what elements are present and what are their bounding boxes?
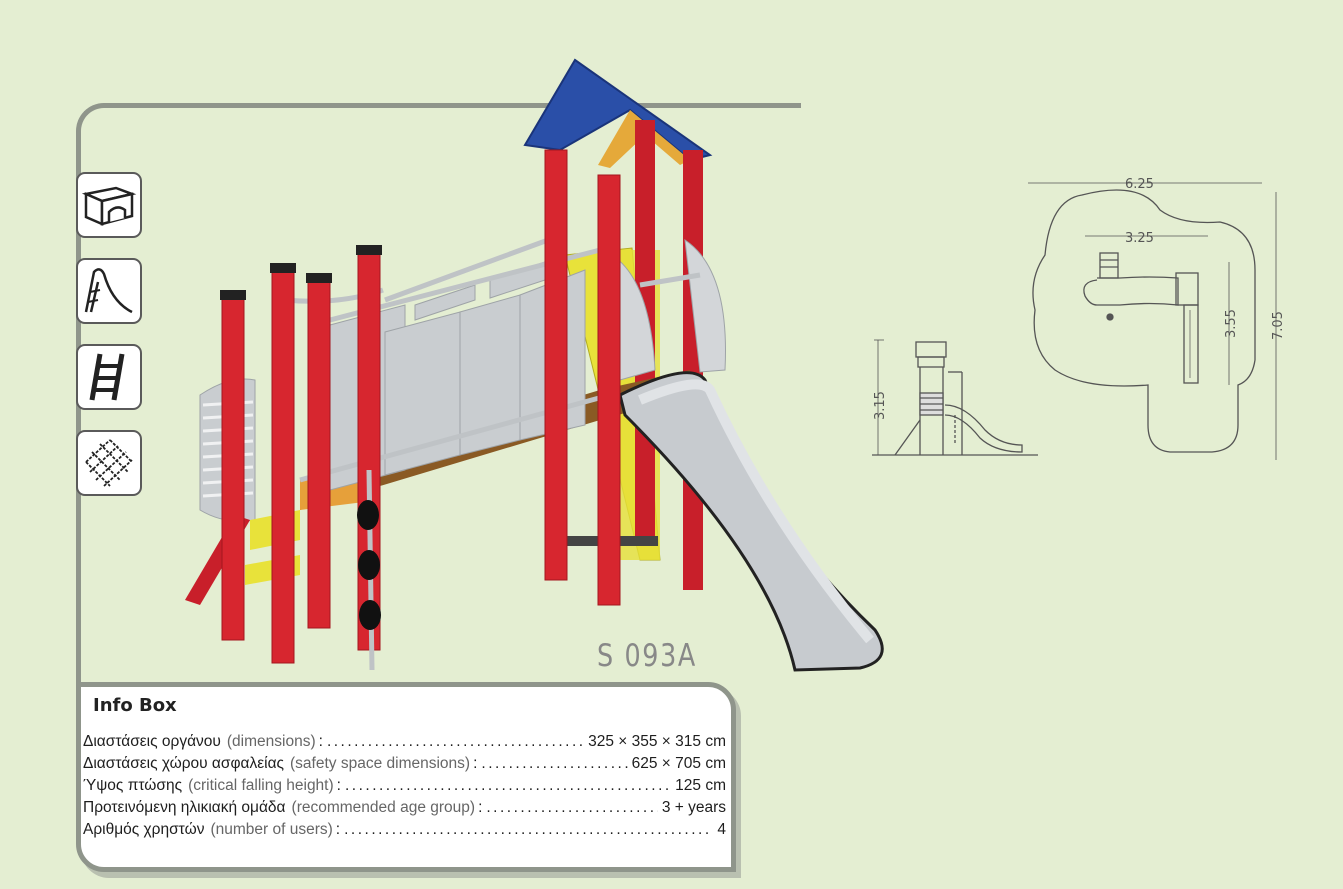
info-colon: : xyxy=(335,821,341,838)
info-label-greek: Προτεινόμενη ηλικιακή ομάδα xyxy=(83,799,286,816)
info-row-age-group: Προτεινόμενη ηλικιακή ομάδα (recommended… xyxy=(83,799,726,821)
dim-equipment-width: 3.25 xyxy=(1125,231,1154,246)
info-row-falling-height: Ύψος πτώσης (critical falling height) : … xyxy=(83,777,726,799)
info-label-english: (recommended age group) xyxy=(291,799,476,816)
info-value: 325 × 355 × 315 cm xyxy=(588,733,726,750)
info-row-safety-space: Διαστάσεις χώρου ασφαλείας (safety space… xyxy=(83,755,726,777)
info-leader-dots: ........................................… xyxy=(481,755,628,772)
dim-height: 3.15 xyxy=(873,391,888,420)
info-rows: Διαστάσεις οργάνου (dimensions) : ......… xyxy=(83,733,726,843)
roofed-platform-icon xyxy=(76,172,142,238)
info-value: 625 × 705 cm xyxy=(631,755,726,772)
top-view-drawing xyxy=(1028,182,1277,460)
info-label-greek: Διαστάσεις χώρου ασφαλείας xyxy=(83,755,285,772)
info-leader-dots: ........................................… xyxy=(486,799,657,816)
info-leader-dots: ........................................… xyxy=(326,733,584,750)
info-value: 4 xyxy=(717,821,726,838)
dim-overall-depth: 7.05 xyxy=(1271,311,1286,340)
dim-equipment-depth: 3.55 xyxy=(1224,309,1239,338)
product-frame xyxy=(76,103,801,748)
info-value: 3 + years xyxy=(661,799,726,816)
info-row-users: Αριθμός χρηστών (number of users) : ....… xyxy=(83,821,726,843)
info-label-greek: Αριθμός χρηστών xyxy=(83,821,205,838)
climbing-net-icon xyxy=(76,430,142,496)
info-box-title: Info Box xyxy=(93,695,177,716)
info-leader-dots: ........................................… xyxy=(344,777,672,794)
info-colon: : xyxy=(473,755,478,772)
info-row-dimensions: Διαστάσεις οργάνου (dimensions) : ......… xyxy=(83,733,726,755)
info-value: 125 cm xyxy=(675,777,726,794)
info-box: Info Box Διαστάσεις οργάνου (dimensions)… xyxy=(76,682,736,872)
info-label-english: (critical falling height) xyxy=(188,777,334,794)
info-colon: : xyxy=(318,733,323,750)
info-label-english: (number of users) xyxy=(210,821,333,838)
ladder-icon xyxy=(76,344,142,410)
info-label-english: (dimensions) xyxy=(226,733,316,750)
info-colon: : xyxy=(478,799,483,816)
info-leader-dots: ........................................… xyxy=(344,821,713,838)
dim-overall-width: 6.25 xyxy=(1125,177,1154,192)
info-label-greek: Ύψος πτώσης xyxy=(83,777,183,794)
info-label-english: (safety space dimensions) xyxy=(290,755,471,772)
side-view-drawing xyxy=(872,339,1038,456)
info-label-greek: Διαστάσεις οργάνου xyxy=(83,733,221,750)
info-colon: : xyxy=(336,777,341,794)
product-code: S 093A xyxy=(597,638,697,674)
slide-icon xyxy=(76,258,142,324)
